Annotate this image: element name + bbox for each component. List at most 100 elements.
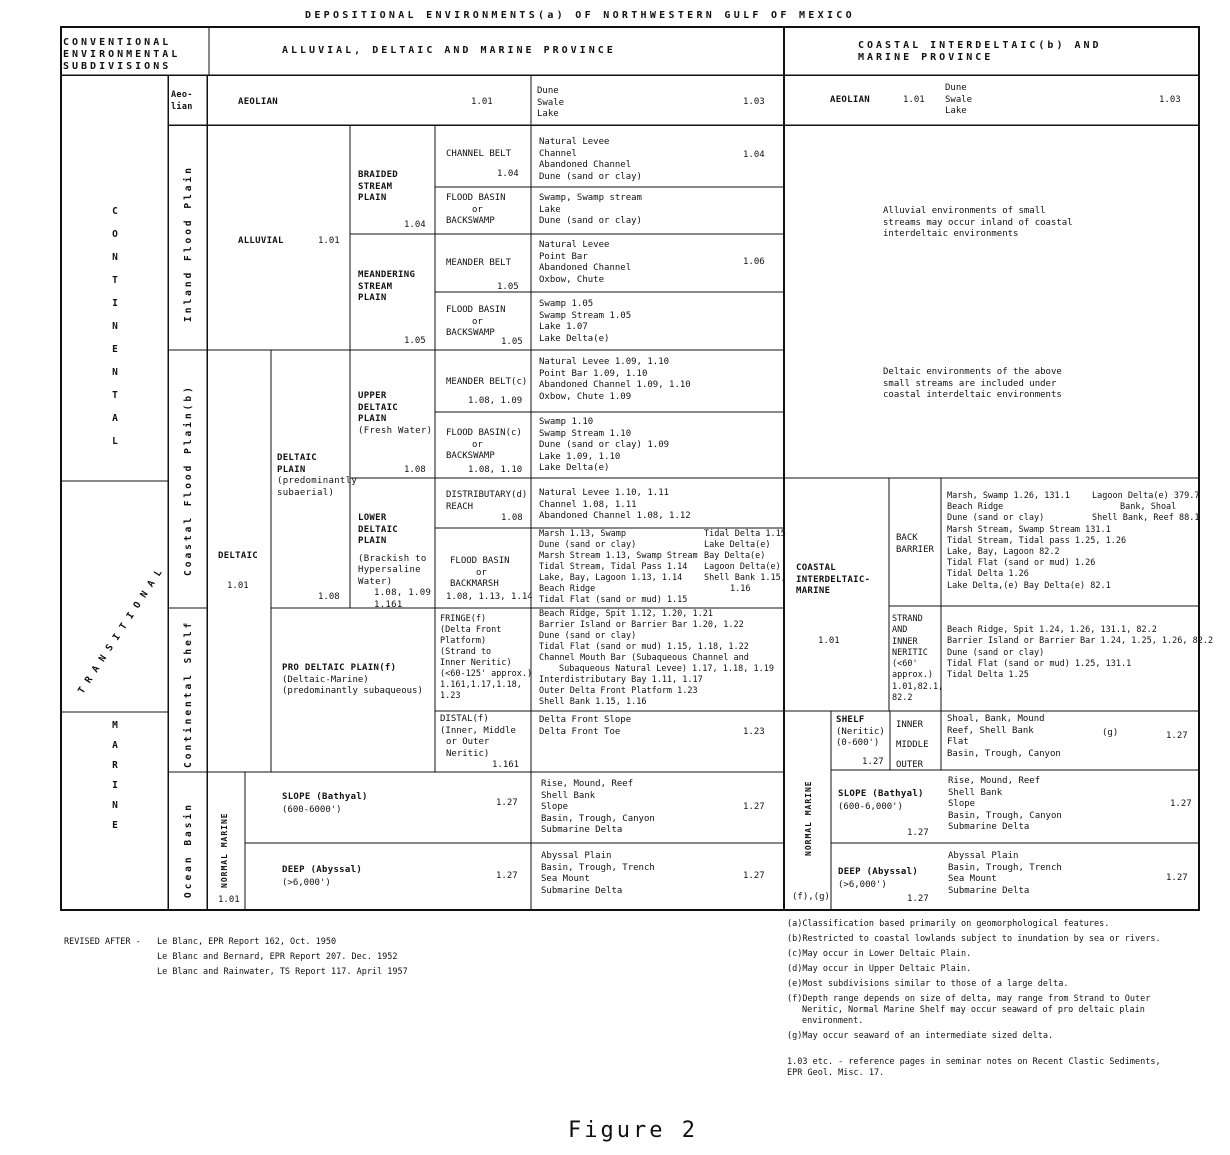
aeolian-division: Aeo-lian (171, 90, 193, 112)
left-slope-ref: 1.27 (496, 798, 518, 808)
coastal-slope-env-ref: 1.27 (1170, 799, 1192, 809)
ocean-basin-label: Ocean Basin (183, 802, 194, 898)
continental-shelf-label: Continental Shelf (183, 619, 194, 768)
figure-label: Figure 2 (568, 1118, 698, 1143)
figure-title: DEPOSITIONAL ENVIRONMENTS(a) OF NORTHWES… (305, 10, 855, 21)
shelf-ref: 1.27 (862, 757, 884, 767)
left-slope-label: SLOPE (Bathyal)(600-6000') (282, 792, 368, 815)
coastal-slope-ref: 1.27 (907, 828, 929, 838)
coastal-flood-plain-label: Coastal Flood Plain(b) (183, 384, 194, 576)
distributary-reach-ref: 1.08 (501, 513, 523, 523)
braided-ref: 1.04 (404, 220, 426, 230)
shelf-g-note: (g) (1102, 728, 1119, 738)
backmarsh-ref: 1.08, 1.13, 1.14 (446, 592, 533, 602)
meandering-ref: 1.05 (404, 336, 426, 346)
upper-deltaic-ref: 1.08 (404, 465, 426, 475)
meander-belt-label: MEANDER BELT (446, 258, 512, 268)
distal-env-ref: 1.23 (743, 727, 765, 737)
left-slope-env-ref: 1.27 (743, 802, 765, 812)
distal-ref: 1.161 (492, 760, 520, 770)
channel-belt-env-ref: 1.04 (743, 150, 765, 160)
deltaic-plain-ref: 1.08 (318, 592, 340, 602)
left-deep-ref: 1.27 (496, 871, 518, 881)
channel-belt-ref: 1.04 (497, 169, 519, 179)
channel-belt-label: CHANNEL BELT (446, 149, 512, 159)
footnotes: (a)Classification based primarily on geo… (787, 919, 1161, 1041)
alluvial-ref: 1.01 (318, 236, 340, 246)
coastal-normal-marine-label: NORMAL MARINE (804, 780, 813, 856)
upper-meander-belt-label: MEANDER BELT(c) (446, 377, 528, 387)
strand-environments: Beach Ridge, Spit 1.24, 1.26, 131.1, 82.… (947, 625, 1214, 681)
aeolian-env-ref: 1.03 (743, 97, 765, 107)
aeolian-label: AEOLIAN (238, 97, 279, 107)
shelf-env-ref: 1.27 (1166, 731, 1188, 741)
coastal-slope-label: SLOPE (Bathyal)(600-6,000') (838, 789, 924, 812)
shelf-label: SHELF(Neritic)(0-600') (836, 715, 885, 748)
left-deep-label: DEEP (Abyssal)(>6,000') (282, 865, 363, 888)
distributary-reach-label: DISTRIBUTARY(d)REACH (446, 490, 528, 512)
coastal-aeolian-ref: 1.01 (903, 95, 925, 105)
left-normal-marine-label: NORMAL MARINE (220, 812, 229, 888)
coastal-deep-env-ref: 1.27 (1166, 873, 1188, 883)
alluvial-label: ALLUVIAL (238, 236, 284, 246)
upper-meander-belt-ref: 1.08, 1.09 (468, 396, 523, 406)
left-deep-env-ref: 1.27 (743, 871, 765, 881)
left-normal-marine-ref: 1.01 (218, 895, 240, 905)
coastal-interdeltaic-ref: 1.01 (818, 636, 840, 646)
prodeltaic-plain-label: PRO DELTAIC PLAIN(f)(Deltaic-Marine)(pre… (282, 663, 423, 696)
revised-after-prefix: REVISED AFTER - (64, 937, 141, 947)
inland-flood-plain-label: Inland Flood Plain (183, 165, 194, 322)
coastal-aeolian-label: AEOLIAN (830, 95, 871, 105)
coastal-deep-label: DEEP (Abyssal)(>6,000') (838, 867, 919, 890)
deltaic-label: DELTAIC (218, 551, 259, 561)
aeolian-ref: 1.01 (471, 97, 493, 107)
coastal-aeolian-env-ref: 1.03 (1159, 95, 1181, 105)
meander-belt-ref: 1.05 (497, 282, 519, 292)
deltaic-ref: 1.01 (227, 581, 249, 591)
alluvial-province-header: ALLUVIAL, DELTAIC AND MARINE PROVINCE (282, 45, 616, 56)
